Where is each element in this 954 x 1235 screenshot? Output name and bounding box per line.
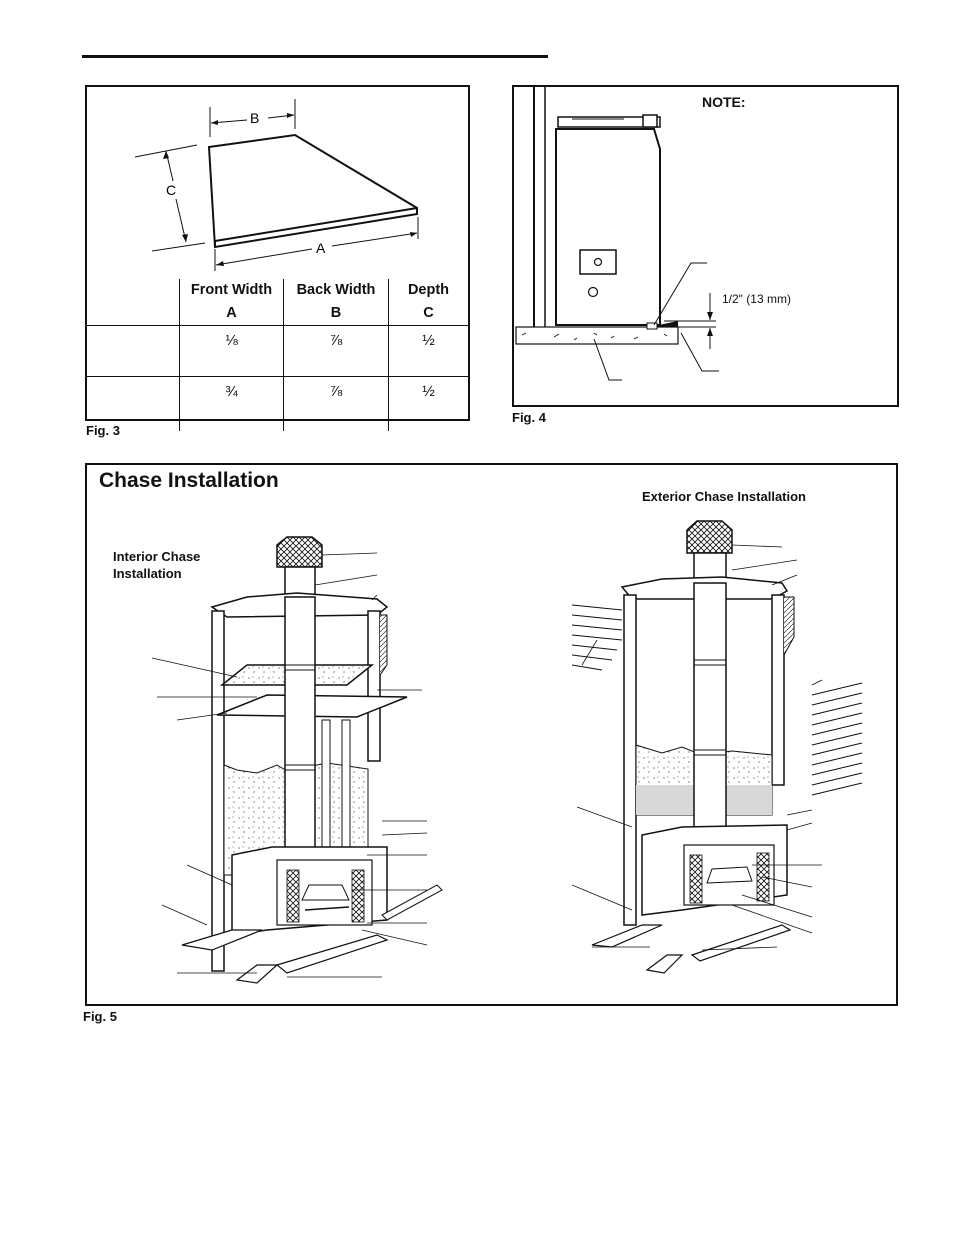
fig5-caption: Fig. 5: [83, 1009, 117, 1024]
interior-chase-label-line2: Installation: [113, 566, 182, 581]
front-width-title: Front Width: [190, 282, 273, 298]
fig4-panel: NOTE: 1/2" (13 mm): [512, 85, 899, 407]
dim-b-label: B: [250, 110, 259, 126]
interior-chase-drawing: [151, 536, 443, 984]
table-row: ¾ ⅞ ½: [87, 376, 468, 431]
back-width-value: ⅞: [283, 325, 389, 377]
front-width-header: Front Width A: [179, 279, 284, 326]
front-width-value: ⅛: [179, 325, 284, 377]
front-width-letter: A: [226, 305, 237, 321]
row-label: [87, 325, 180, 377]
dim-a-label: A: [316, 240, 326, 256]
table-corner-cell: [87, 279, 180, 326]
table-row: ⅛ ⅞ ½: [87, 325, 468, 377]
back-width-title: Back Width: [296, 282, 376, 298]
exterior-chase-label: Exterior Chase Installation: [642, 489, 806, 504]
dimensions-table: Front Width A Back Width B Depth C ⅛ ⅞ ½…: [87, 279, 468, 431]
row-label: [87, 376, 180, 431]
fig4-caption: Fig. 4: [512, 410, 546, 425]
hearth-extension-diagram: B C A: [134, 99, 419, 271]
fig3-caption: Fig. 3: [86, 423, 120, 438]
table-header-row: Front Width A Back Width B Depth C: [87, 279, 468, 326]
front-width-value: ¾: [179, 376, 284, 431]
fig5-panel: Chase Installation Exterior Chase Instal…: [85, 463, 898, 1006]
fig3-panel: B C A Front Width A Back Width B: [85, 85, 470, 431]
header-rule: [82, 55, 548, 58]
back-width-value: ⅞: [283, 376, 389, 431]
interior-chase-label: Interior Chase Installation: [113, 548, 200, 582]
depth-value: ½: [388, 325, 468, 377]
note-heading: NOTE:: [702, 94, 746, 110]
clearance-dimension: 1/2" (13 mm): [722, 292, 791, 306]
chase-title: Chase Installation: [99, 469, 279, 492]
interior-chase-label-line1: Interior Chase: [113, 549, 201, 564]
depth-letter: C: [423, 305, 434, 321]
depth-title: Depth: [407, 282, 450, 298]
depth-value: ½: [388, 376, 468, 431]
exterior-chase-drawing: [572, 520, 863, 974]
back-width-header: Back Width B: [283, 279, 389, 326]
depth-header: Depth C: [388, 279, 468, 326]
clearance-diagram: [515, 87, 719, 381]
back-width-letter: B: [330, 305, 342, 321]
dim-c-label: C: [166, 182, 176, 198]
